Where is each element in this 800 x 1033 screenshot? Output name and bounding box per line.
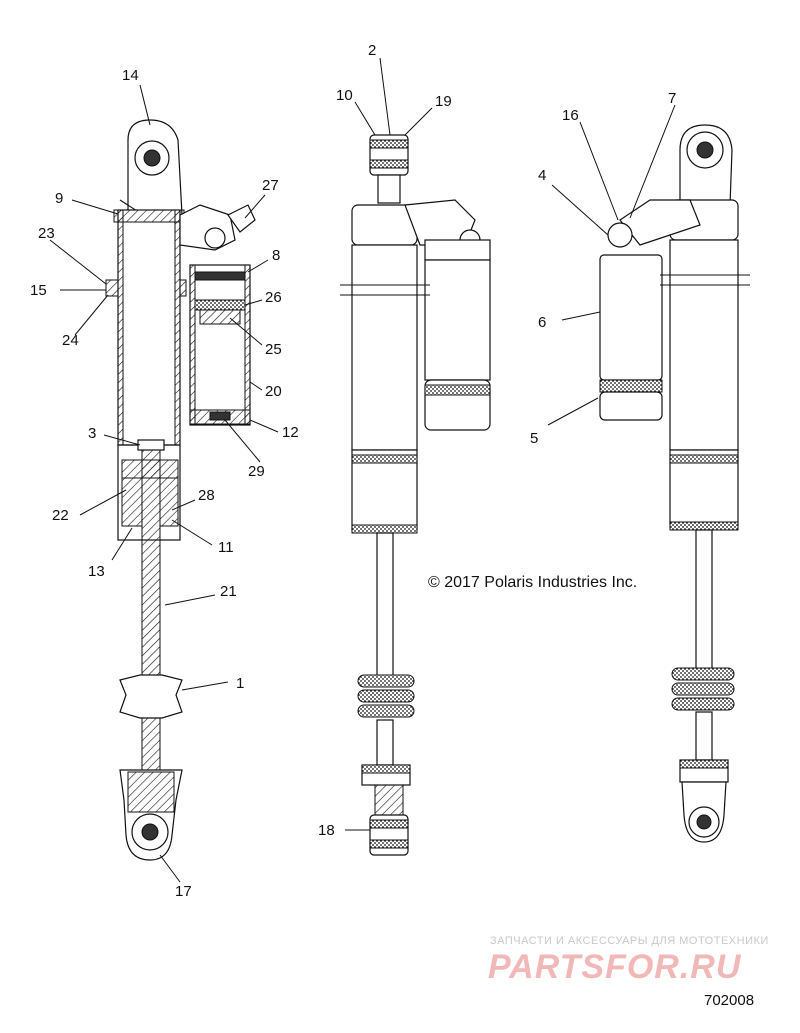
callout-5: 5	[530, 430, 538, 447]
reservoir-cap-seal	[194, 271, 246, 281]
callout-6: 6	[538, 314, 546, 331]
right-bumper-2	[671, 682, 735, 696]
callout-22: 22	[52, 507, 69, 524]
callout-16: 16	[562, 107, 579, 124]
mid-bottom-eye-band	[369, 819, 409, 829]
callout-27: 27	[262, 177, 279, 194]
callout-3: 3	[88, 425, 96, 442]
callout-9: 9	[55, 190, 63, 207]
callout-20: 20	[265, 383, 282, 400]
right-bottom-eye-hole	[696, 814, 712, 830]
collar-right	[179, 279, 187, 297]
callout-labels: 14 9 23 15 24 27 8 26 25 20 12 29 3 22 1…	[30, 42, 676, 900]
mid-eye-neck	[377, 174, 401, 204]
callout-18: 18	[318, 822, 335, 839]
watermark-brand: PARTSFOR.RU	[488, 948, 742, 986]
right-bumper-1	[671, 667, 735, 681]
adjuster-lever-27	[227, 204, 256, 233]
reservoir-piston-25	[199, 309, 241, 325]
reservoir-wall-right	[244, 264, 251, 426]
middle-shock	[340, 134, 491, 856]
adjuster-knob-left	[204, 227, 226, 249]
callout-29: 29	[248, 463, 265, 480]
bottom-eye-hatch	[127, 771, 175, 813]
mid-shaft	[376, 532, 394, 679]
reservoir-wall-left	[189, 264, 196, 426]
right-adjuster-knob	[607, 222, 633, 248]
diagram-number: 702008	[704, 992, 754, 1009]
callout-17: 17	[175, 883, 192, 900]
mid-body	[351, 244, 418, 451]
mid-bumper-1	[357, 674, 415, 688]
shaft-21	[141, 439, 161, 781]
callout-21: 21	[220, 583, 237, 600]
callout-23: 23	[38, 225, 55, 242]
mid-reservoir-cap	[424, 239, 491, 261]
callout-13: 13	[88, 563, 105, 580]
right-reservoir-end-5	[599, 391, 663, 421]
bump-stop-1	[119, 674, 183, 719]
callout-8: 8	[272, 247, 280, 264]
mid-top-eye-band	[369, 139, 409, 149]
right-lower-band	[669, 454, 739, 464]
mid-bottom-cap-band	[361, 764, 411, 774]
body-cap	[113, 209, 185, 223]
copyright-notice: © 2017 Polaris Industries Inc.	[428, 574, 637, 591]
cutaway-shock	[105, 119, 256, 861]
reservoir-piston-26	[194, 299, 246, 311]
callout-26: 26	[265, 289, 282, 306]
top-eye-bolt-hole	[143, 149, 161, 167]
right-shaft-lower	[695, 711, 713, 761]
callout-2: 2	[368, 42, 376, 59]
shaft-top-3	[137, 439, 165, 451]
callout-25: 25	[265, 341, 282, 358]
body-wall-left	[117, 209, 124, 446]
callout-1: 1	[236, 675, 244, 692]
mid-top-eye-band-2	[369, 159, 409, 169]
right-reservoir-6	[599, 254, 663, 381]
right-bumper-3	[671, 697, 735, 711]
callout-15: 15	[30, 282, 47, 299]
body-wall-right	[174, 209, 181, 446]
callout-4: 4	[538, 167, 546, 184]
right-body	[669, 239, 739, 451]
right-bottom-cap-band	[679, 759, 729, 769]
mid-bottom-thread	[374, 784, 404, 816]
mid-bumper-2	[357, 689, 415, 703]
callout-24: 24	[62, 332, 79, 349]
mid-bottom-eye-band-2	[369, 839, 409, 849]
callout-7: 7	[668, 90, 676, 107]
mid-bumper-3	[357, 704, 415, 718]
callout-14: 14	[122, 67, 139, 84]
callout-28: 28	[198, 487, 215, 504]
mid-lower-band	[351, 454, 418, 464]
watermark-tagline: ЗАПЧАСТИ И АКСЕССУАРЫ ДЛЯ МОТОТЕХНИКИ	[490, 935, 769, 947]
right-reservoir-band	[599, 379, 663, 393]
reservoir-body	[189, 264, 251, 426]
mid-reservoir	[424, 259, 491, 381]
right-shaft	[695, 529, 713, 671]
reservoir-schrader-29	[209, 411, 231, 421]
right-shock	[599, 124, 750, 843]
mid-seal-band	[351, 524, 418, 534]
callout-11: 11	[218, 539, 234, 556]
shock-body	[117, 209, 181, 446]
right-top-eye-hole	[696, 141, 714, 159]
mid-shaft-lower	[376, 719, 394, 766]
callout-12: 12	[282, 424, 299, 441]
right-seal-band	[669, 521, 739, 531]
right-bridge	[619, 199, 701, 246]
mid-reservoir-band	[424, 384, 491, 396]
collar-15	[105, 279, 119, 297]
callout-10: 10	[336, 87, 353, 104]
bottom-eye-bolt-hole	[141, 823, 159, 841]
leader-lines	[49, 57, 676, 883]
callout-19: 19	[435, 93, 452, 110]
